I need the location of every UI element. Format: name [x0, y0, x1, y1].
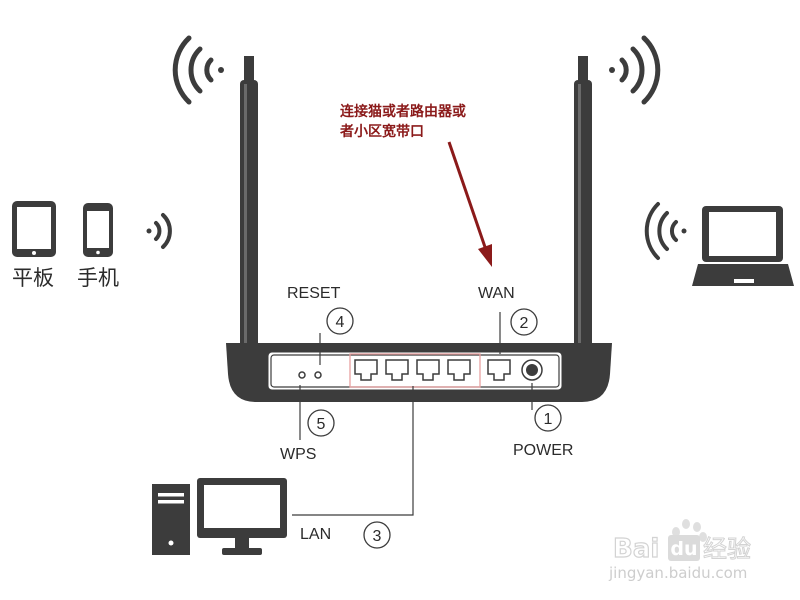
power-number-badge: 1 — [534, 404, 562, 432]
watermark: Bai du 经验 jingyan.baidu.com — [608, 519, 752, 582]
leader-lines — [292, 312, 533, 516]
router-icon — [226, 343, 612, 402]
watermark-brand-box: du — [670, 538, 697, 560]
power-jack — [521, 359, 543, 381]
reset-hole — [314, 371, 322, 379]
phone-label: 手机 — [77, 266, 119, 290]
tablet-label: 平板 — [12, 266, 54, 290]
watermark-brand-cn: 经验 — [703, 535, 751, 563]
power-label: POWER — [513, 442, 573, 459]
annotation-line-1: 连接猫或者路由器或 — [340, 103, 466, 120]
svg-text:2: 2 — [520, 315, 529, 332]
lan-port-2 — [385, 359, 409, 381]
wifi-signal-icon — [644, 202, 687, 260]
svg-text:4: 4 — [336, 314, 345, 331]
annotation-line-2: 者小区宽带口 — [340, 123, 424, 140]
lan-number-badge: 3 — [363, 521, 391, 549]
lan-label: LAN — [300, 526, 331, 543]
wifi-signal-icon — [172, 35, 224, 105]
reset-number-badge: 4 — [326, 307, 354, 335]
lan-port-3 — [416, 359, 440, 381]
wps-label: WPS — [280, 446, 316, 463]
annotation-arrow — [447, 141, 492, 267]
wps-number-badge: 5 — [307, 409, 335, 437]
svg-text:5: 5 — [317, 416, 326, 433]
svg-text:1: 1 — [544, 411, 553, 428]
laptop-icon — [692, 206, 794, 286]
right-antenna — [574, 56, 592, 350]
left-antenna — [240, 56, 258, 350]
wps-button — [298, 371, 306, 379]
watermark-brand: Bai — [613, 534, 659, 564]
watermark-url: jingyan.baidu.com — [608, 564, 747, 582]
watermark-box — [668, 535, 700, 561]
lan-ports — [354, 359, 471, 381]
phone-icon — [83, 203, 113, 257]
reset-label: RESET — [287, 285, 341, 302]
wan-number-badge: 2 — [510, 308, 538, 336]
lan-port-1 — [354, 359, 378, 381]
lan-ports-highlight — [349, 353, 481, 388]
wan-port — [487, 359, 511, 381]
wifi-signal-icon — [146, 213, 172, 249]
wifi-signal-icon — [609, 35, 661, 105]
svg-text:3: 3 — [373, 528, 382, 545]
lan-port-4 — [447, 359, 471, 381]
desktop-computer-icon — [152, 478, 287, 555]
wan-label: WAN — [478, 285, 515, 302]
tablet-icon — [12, 201, 56, 257]
